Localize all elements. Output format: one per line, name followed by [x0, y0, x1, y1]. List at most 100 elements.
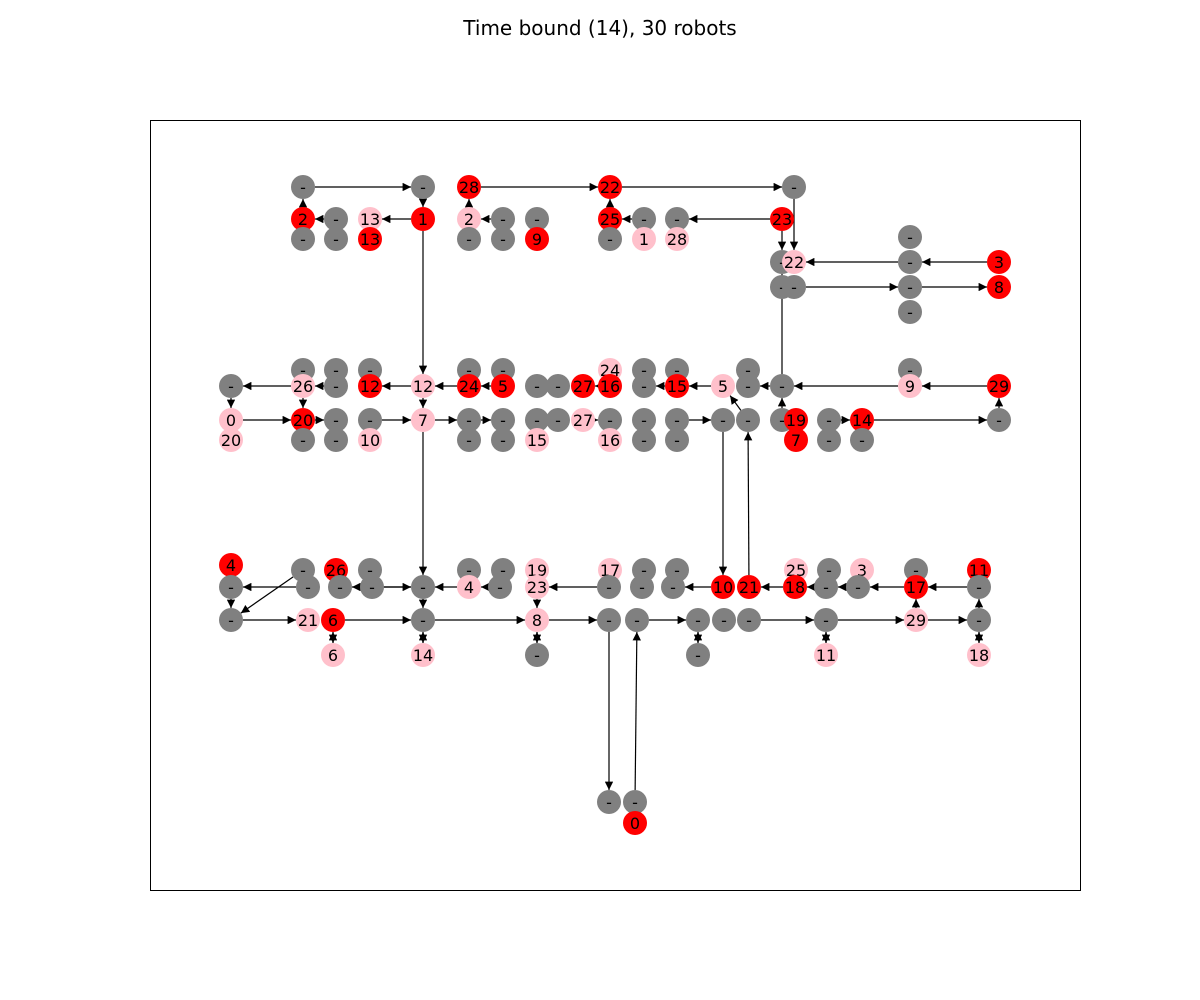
node-f9: - — [546, 374, 570, 398]
node-label: - — [976, 611, 982, 630]
node-g7: - — [491, 408, 515, 432]
node-label: - — [779, 278, 785, 297]
node-circle — [219, 608, 243, 632]
node-label: 15 — [667, 377, 687, 396]
node-circle — [987, 408, 1011, 432]
node-label: 13 — [360, 210, 380, 229]
node-k6: - — [597, 608, 621, 632]
node-label: - — [420, 578, 426, 597]
node-label: - — [333, 210, 339, 229]
node-b9: - — [632, 207, 656, 231]
node-label: 9 — [905, 377, 915, 396]
node-label: 10 — [360, 431, 380, 450]
node-label: 24 — [459, 377, 479, 396]
node-label: 15 — [527, 431, 547, 450]
node-label: - — [779, 253, 785, 272]
node-circle — [457, 558, 481, 582]
node-i1: 4 — [219, 553, 243, 577]
node-label: - — [674, 361, 680, 380]
node-label: 28 — [459, 178, 479, 197]
node-h2: - — [291, 428, 315, 452]
node-f2: 26 — [291, 374, 315, 398]
edge-m2-k7 — [632, 631, 641, 791]
node-label: 28 — [667, 230, 687, 249]
node-label: 6 — [328, 646, 338, 665]
node-h7: 15 — [525, 428, 549, 452]
node-l3: - — [525, 643, 549, 667]
node-k13: - — [967, 608, 991, 632]
node-g14: - — [711, 408, 735, 432]
node-b10: - — [665, 207, 689, 231]
node-circle — [623, 811, 647, 835]
node-l4: - — [686, 643, 710, 667]
node-c1: - — [291, 227, 315, 251]
node-label: 23 — [527, 578, 547, 597]
node-circle — [987, 275, 1011, 299]
node-a5: - — [782, 175, 806, 199]
node-label: - — [907, 303, 913, 322]
node-f10: 27 — [571, 374, 595, 398]
node-j7: - — [488, 575, 512, 599]
node-label: - — [606, 793, 612, 812]
node-label: - — [791, 178, 797, 197]
node-label: - — [641, 361, 647, 380]
node-label: - — [634, 611, 640, 630]
node-circle — [457, 374, 481, 398]
node-circle — [898, 300, 922, 324]
node-label: 1 — [639, 230, 649, 249]
node-b6: - — [491, 207, 515, 231]
node-k3: 6 — [321, 608, 345, 632]
node-circle — [457, 428, 481, 452]
node-circle — [358, 227, 382, 251]
plot-frame — [150, 120, 1081, 891]
node-g18: - — [817, 408, 841, 432]
node-label: 16 — [600, 431, 620, 450]
node-circle — [291, 227, 315, 251]
node-label: 16 — [600, 377, 620, 396]
node-circle — [632, 428, 656, 452]
node-a2: - — [411, 175, 435, 199]
node-circle — [784, 428, 808, 452]
node-g20: - — [987, 408, 1011, 432]
node-circle — [597, 575, 621, 599]
node-label: 8 — [532, 611, 542, 630]
node-label: 18 — [969, 646, 989, 665]
node-label: 3 — [857, 561, 867, 580]
node-g15: - — [736, 408, 760, 432]
node-label: 11 — [969, 561, 989, 580]
node-circle — [291, 207, 315, 231]
node-circle — [411, 207, 435, 231]
node-circle — [324, 374, 348, 398]
node-label: 4 — [226, 556, 236, 575]
node-j5: - — [360, 575, 384, 599]
node-label: - — [695, 646, 701, 665]
node-i11: 25 — [784, 558, 808, 582]
node-a3: 28 — [457, 175, 481, 199]
node-d6: - — [898, 250, 922, 274]
node-f17: 9 — [898, 374, 922, 398]
node-j12: 10 — [711, 575, 735, 599]
node-c4: - — [457, 227, 481, 251]
node-label: - — [228, 578, 234, 597]
node-circle — [324, 428, 348, 452]
node-label: 12 — [413, 377, 433, 396]
node-label: - — [745, 377, 751, 396]
node-circle — [665, 207, 689, 231]
node-h8: 16 — [598, 428, 622, 452]
node-label: - — [228, 377, 234, 396]
node-circle — [898, 374, 922, 398]
node-i5: - — [457, 558, 481, 582]
node-f4: 12 — [358, 374, 382, 398]
node-label: - — [745, 361, 751, 380]
node-label: - — [300, 230, 306, 249]
node-g11: - — [598, 408, 622, 432]
node-g10: 27 — [571, 408, 595, 432]
node-label: 22 — [600, 178, 620, 197]
node-label: - — [500, 431, 506, 450]
node-circle — [525, 374, 549, 398]
node-circle — [632, 374, 656, 398]
node-label: - — [826, 431, 832, 450]
node-label: 25 — [786, 561, 806, 580]
node-label: - — [300, 431, 306, 450]
node-i8: 17 — [598, 558, 622, 582]
